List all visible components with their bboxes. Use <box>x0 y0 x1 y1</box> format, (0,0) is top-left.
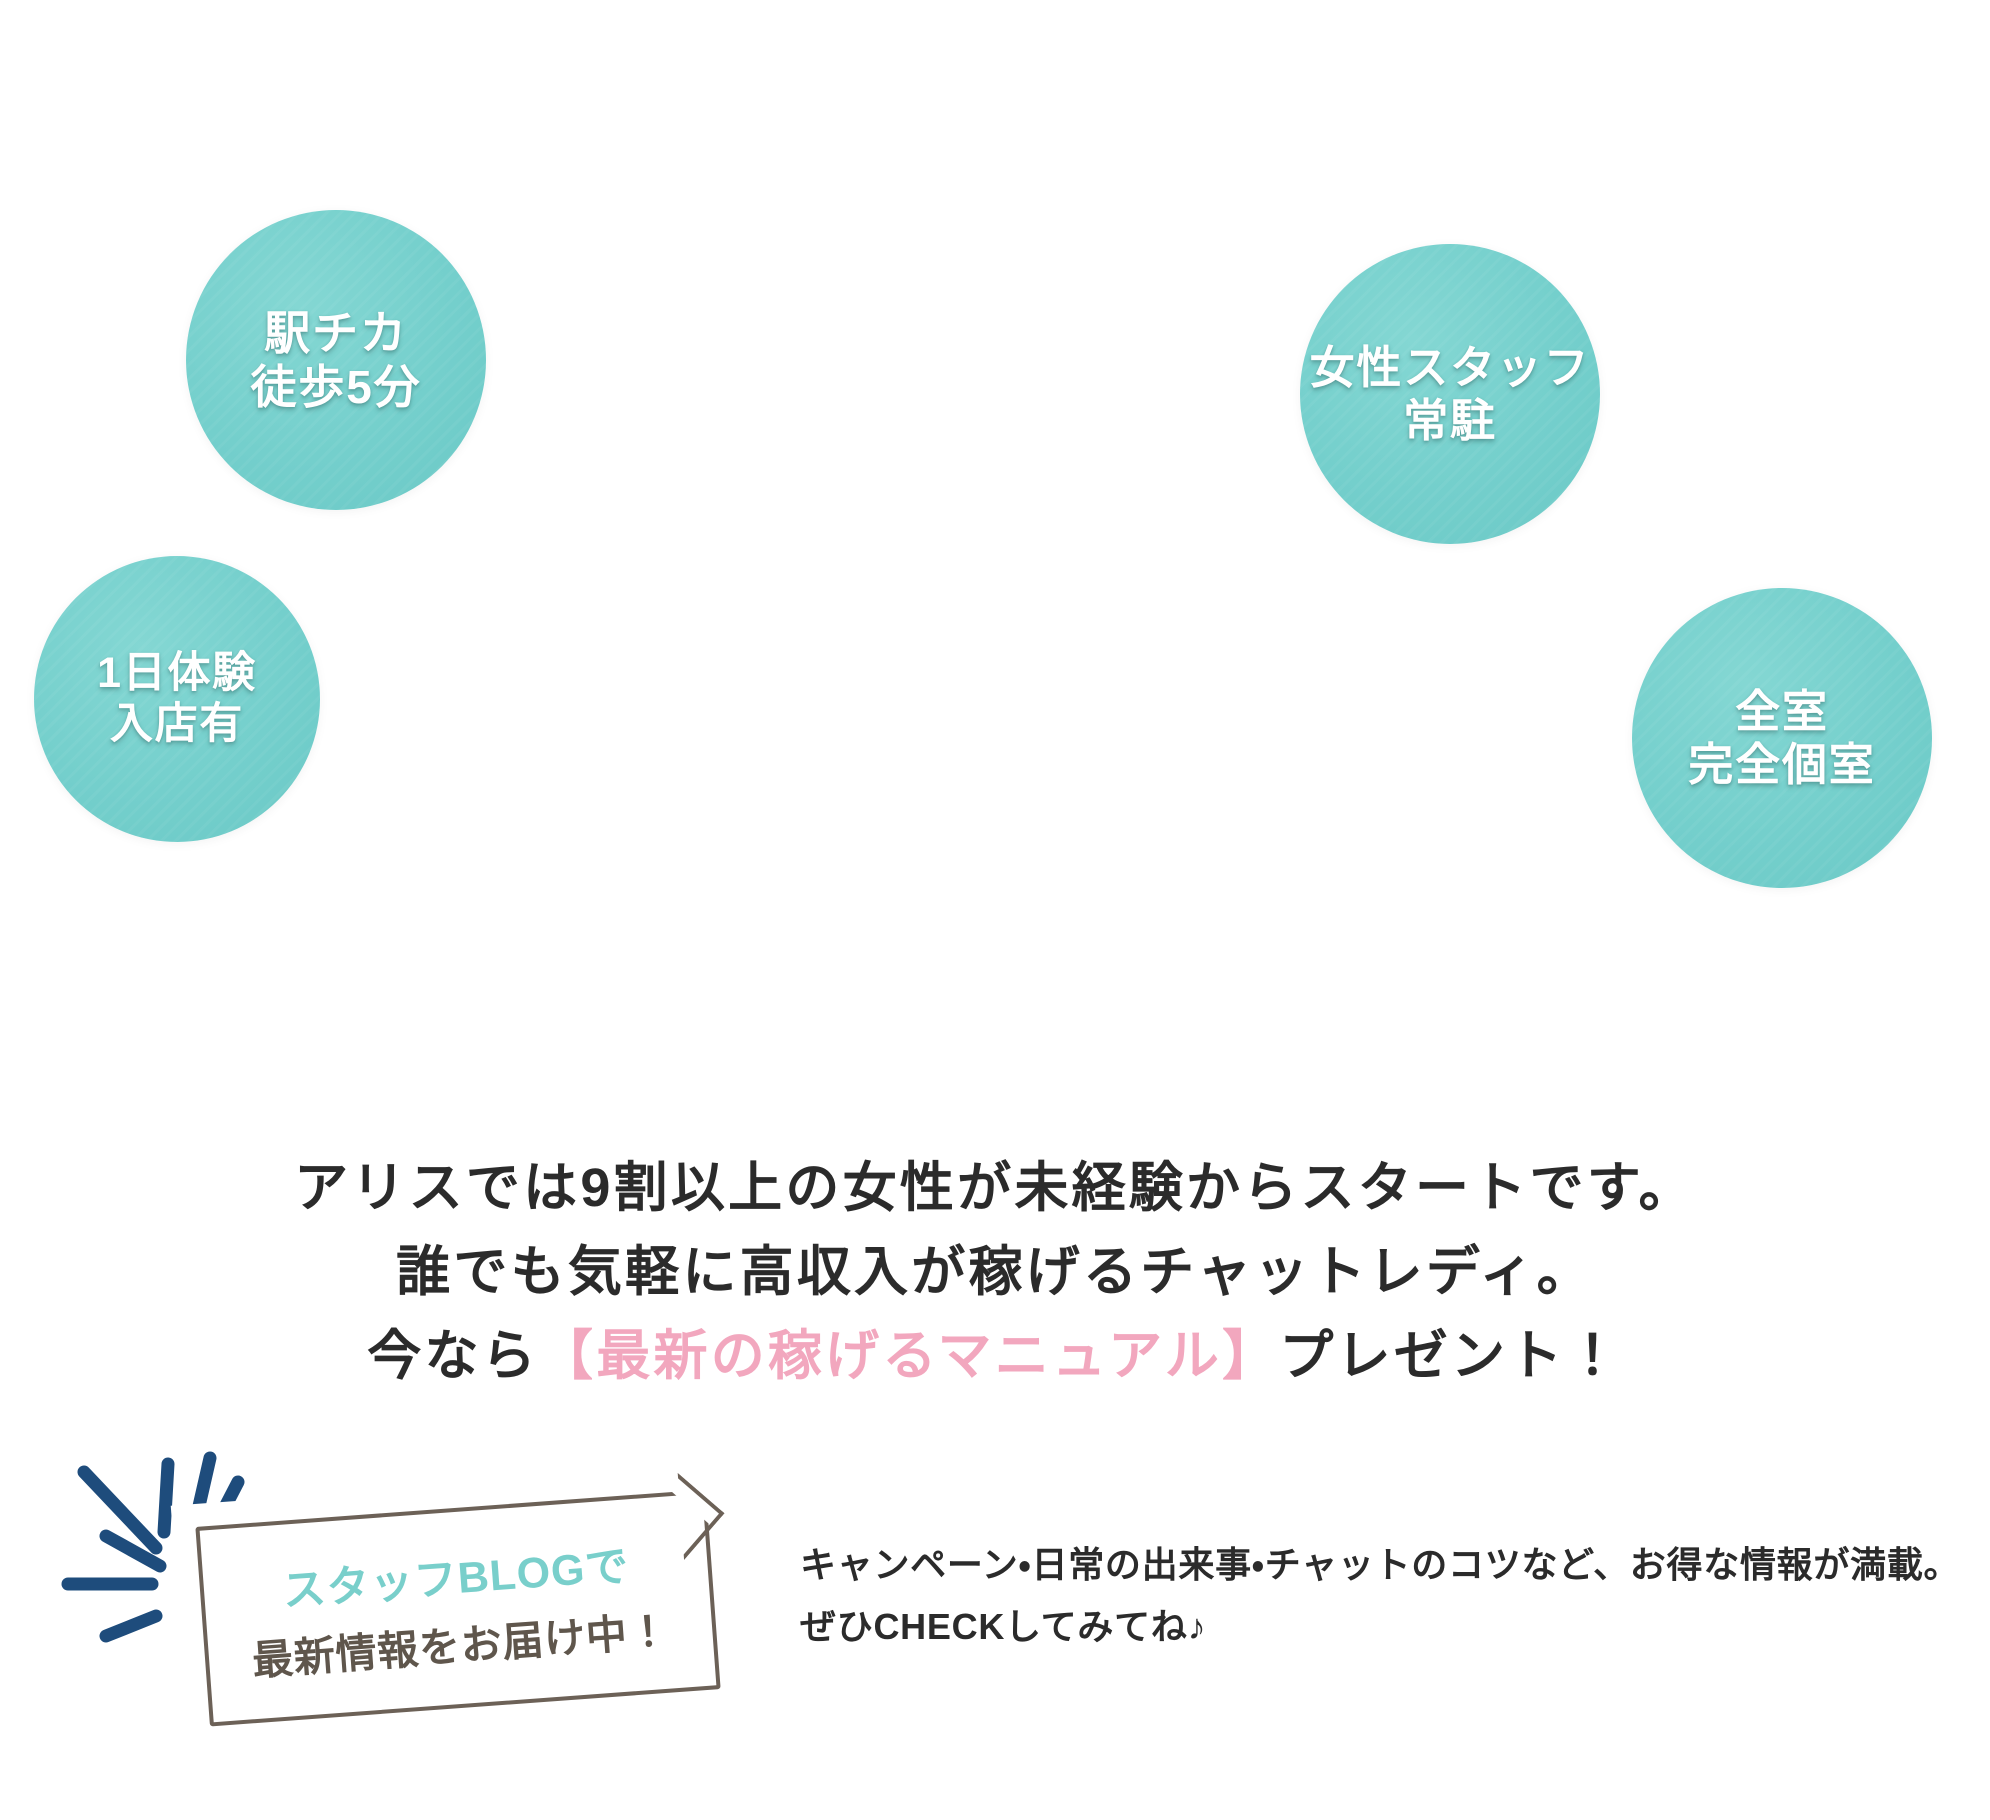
feature-bubble-private-room-line-2: 完全個室 <box>1688 739 1876 790</box>
feature-bubble-trial-line-2: 入店有 <box>109 700 245 748</box>
feature-bubble-station-line-1: 駅チカ <box>264 306 408 359</box>
feature-bubble-private-room[interactable]: 全室 完全個室 <box>1632 588 1932 888</box>
headline-line-1: アリスでは9割以上の女性が未経験からスタートです。 <box>294 1158 1696 1218</box>
staff-blog-description-line-1: キャンペーン・日常の出来事・チャットのコツなど、お得な情報が満載。 <box>800 1544 1961 1585</box>
feature-bubble-staff[interactable]: 女性スタッフ 常駐 <box>1300 244 1600 544</box>
headline-manual-highlight: 【最新の稼げるマニュアル】 <box>538 1326 1280 1387</box>
feature-bubble-trial-line-1: 1日体験 <box>97 649 257 698</box>
headline-block: アリスでは9割以上の女性が未経験からスタートです。 誰でも気軽に高収入が稼げるチ… <box>0 1146 1990 1399</box>
feature-bubble-station[interactable]: 駅チカ 徒歩5分 <box>186 210 486 510</box>
staff-blog-description-line-2: ぜひCHECKしてみてね♪ <box>800 1605 1207 1647</box>
feature-bubble-private-room-line-1: 全室 <box>1735 685 1829 737</box>
feature-bubble-station-line-2: 徒歩5分 <box>250 361 422 413</box>
feature-bubble-trial[interactable]: 1日体験 入店有 <box>34 556 320 842</box>
feature-bubble-staff-line-2: 常駐 <box>1403 395 1497 446</box>
staff-blog-description: キャンペーン・日常の出来事・チャットのコツなど、お得な情報が満載。 ぜひCHEC… <box>800 1534 1980 1658</box>
staff-blog-card[interactable]: スタッフBLOGで 最新情報をお届け中！ <box>180 1475 736 1742</box>
staff-blog-block: スタッフBLOGで 最新情報をお届け中！ キャンペーン・日常の出来事・チャットの… <box>0 1432 1990 1772</box>
feature-bubble-staff-line-1: 女性スタッフ <box>1309 341 1591 393</box>
headline-line-2: 誰でも気軽に高収入が稼げるチャットレディ。 <box>396 1242 1594 1303</box>
headline-line-3: 今なら【最新の稼げるマニュアル】プレゼント！ <box>0 1314 1990 1398</box>
staff-blog-card-text: スタッフBLOGで 最新情報をお届け中！ <box>180 1475 735 1742</box>
headline-line-3-suffix: プレゼント！ <box>1279 1326 1623 1387</box>
headline-line-3-prefix: 今なら <box>367 1326 539 1387</box>
